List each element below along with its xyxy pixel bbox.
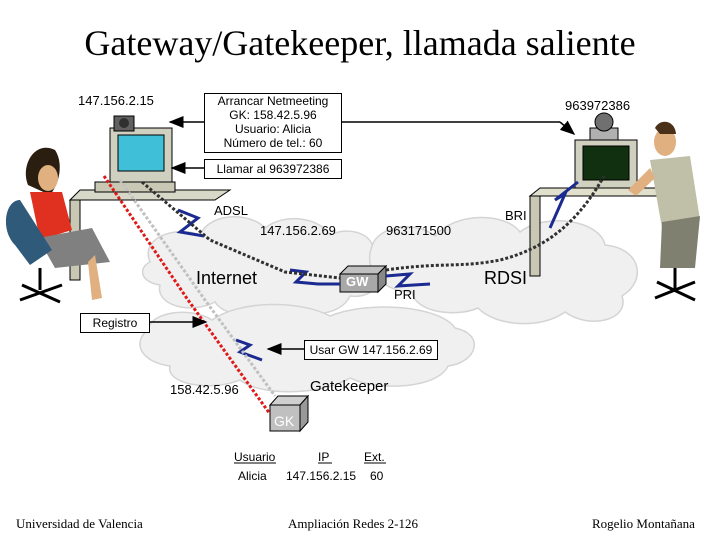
table-cell-ip: 147.156.2.15: [286, 469, 357, 483]
arrancar-line-1: Arrancar Netmeeting: [217, 94, 329, 108]
bri-link: [548, 180, 579, 229]
arrancar-line-4: Número de tel.: 60: [223, 136, 323, 150]
internet-gw-link: [289, 268, 340, 286]
callee-person: [628, 121, 700, 302]
arrancar-box: Arrancar Netmeeting GK: 158.42.5.96 Usua…: [204, 93, 342, 153]
callee-number: 963972386: [565, 98, 631, 113]
callee-workstation: [528, 112, 692, 277]
gk-link: [235, 338, 263, 362]
rdsi-label: RDSI: [484, 268, 528, 288]
arrancar-line-2: GK: 158.42.5.96: [229, 108, 317, 122]
gw-label: GW: [346, 274, 369, 289]
footer-center: Ampliación Redes 2-126: [288, 516, 418, 531]
caller-ip: 147.156.2.15: [78, 93, 154, 108]
gk-query-path: [118, 179, 277, 397]
caller-person: [5, 147, 110, 304]
call-path-rdsi: [385, 175, 606, 272]
gateway-device: [338, 264, 388, 294]
usar-gw-box: Usar GW 147.156.2.69: [304, 340, 438, 360]
gatekeeper-device: [268, 394, 310, 433]
table-header-ext: Ext.: [364, 450, 385, 464]
arrancar-line-3: Usuario: Alicia: [234, 122, 312, 136]
pri-label: PRI: [394, 287, 416, 302]
adsl-label: ADSL: [214, 203, 248, 218]
gk-label: GK: [274, 413, 295, 429]
footer-left: Universidad de Valencia: [16, 516, 143, 531]
table-cell-ext: 60: [370, 469, 384, 483]
gw-number-label: 963171500: [386, 223, 452, 238]
rdsi-cloud: [368, 216, 639, 325]
pri-link: [385, 272, 431, 288]
table-header-usuario: Usuario: [234, 450, 276, 464]
table-cell-usuario: Alicia: [238, 469, 267, 483]
page-title: Gateway/Gatekeeper, llamada saliente: [84, 23, 636, 63]
table-header-ip: IP: [318, 450, 330, 464]
gatekeeper-label: Gatekeeper: [310, 378, 389, 395]
call-path: [141, 180, 341, 280]
gw-ip-label: 147.156.2.69: [260, 223, 336, 238]
gk-ip-label: 158.42.5.96: [170, 382, 239, 397]
internet-label: Internet: [196, 268, 258, 288]
adsl-link: [176, 208, 205, 238]
llamar-box: Llamar al 963972386: [204, 159, 342, 179]
bri-label: BRI: [505, 208, 527, 223]
footer-right: Rogelio Montañana: [592, 516, 695, 531]
registro-box: Registro: [80, 313, 150, 333]
